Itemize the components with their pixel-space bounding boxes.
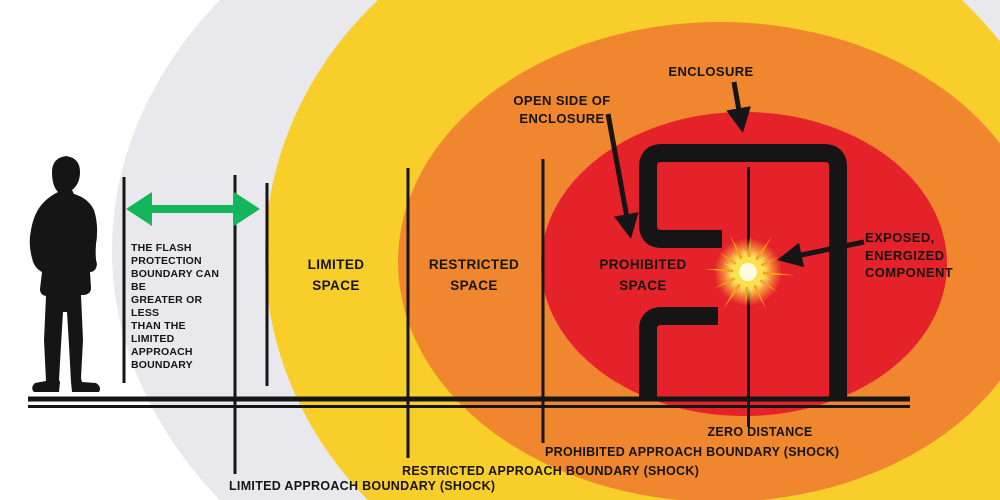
flash-range-double-arrow — [126, 192, 260, 226]
exposed-component-label: EXPOSED, ENERGIZED COMPONENT — [865, 230, 954, 280]
open-side-label: OPEN SIDE OF ENCLOSURE — [513, 93, 611, 126]
callout-arrows — [605, 81, 865, 268]
enclosure-label: ENCLOSURE — [668, 64, 754, 79]
energized-component-star — [704, 235, 794, 310]
prohibited-boundary-label: PROHIBITED APPROACH BOUNDARY (SHOCK) — [545, 445, 840, 459]
restricted-space-label: RESTRICTED SPACE — [428, 257, 520, 293]
limited-space-label: LIMITED SPACE — [307, 257, 365, 293]
flash-boundary-note: THE FLASH PROTECTION BOUNDARY CAN BE GRE… — [131, 242, 220, 371]
enclosure-arrow — [726, 81, 751, 133]
prohibited-space-label: PROHIBITED SPACE — [599, 257, 687, 293]
ground-lines — [28, 396, 910, 408]
restricted-boundary-label: RESTRICTED APPROACH BOUNDARY (SHOCK) — [402, 464, 700, 478]
person-silhouette — [29, 156, 100, 392]
zero-distance-label: ZERO DISTANCE — [707, 425, 813, 439]
exposed-component-arrow — [777, 239, 865, 268]
open-side-arrow — [605, 113, 639, 239]
star-core — [739, 263, 757, 281]
enclosure-top-right-wall — [639, 144, 847, 399]
enclosure-shape — [639, 144, 847, 399]
zone-ellipses — [112, 0, 1000, 500]
enclosure-lower-wall — [639, 307, 718, 399]
limited-boundary-label: LIMITED APPROACH BOUNDARY (SHOCK) — [229, 479, 496, 493]
